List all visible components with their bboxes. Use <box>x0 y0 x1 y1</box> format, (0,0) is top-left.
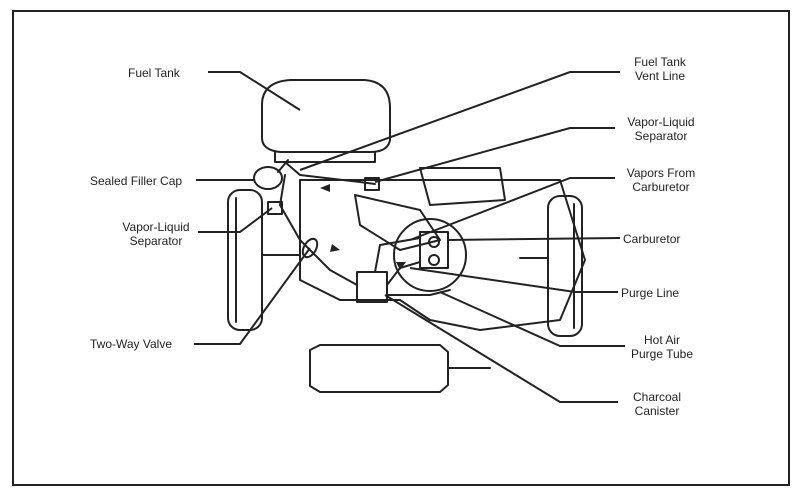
two-way-valve-shape <box>301 237 319 259</box>
label-text: Canister <box>634 404 680 418</box>
label-two-way-valve: Two-Way Valve <box>90 337 173 351</box>
leader-vapors-from-carb <box>409 177 615 241</box>
leader-hot-air <box>439 291 625 347</box>
label-vapor-liquid-separator-right: Vapor-Liquid Separator <box>615 115 707 143</box>
label-text: Carburetor <box>632 180 690 194</box>
label-text: Vapor-Liquid <box>122 220 190 234</box>
engine-outline <box>299 179 586 331</box>
separator-right-shape <box>364 177 380 191</box>
leader-purge-line <box>409 267 618 293</box>
hot-air-tube-hose <box>386 289 451 296</box>
diagram-frame <box>12 10 790 486</box>
label-text: Vapor-Liquid <box>627 115 695 129</box>
separator-hose-left <box>279 174 358 286</box>
separator-left-shape <box>267 201 283 215</box>
carburetor-shape <box>419 231 449 269</box>
label-hot-air-purge-tube: Hot Air Purge Tube <box>622 333 702 361</box>
label-carburetor: Carburetor <box>623 232 681 246</box>
label-text: Separator <box>129 234 183 248</box>
label-vapors-from-carburetor: Vapors From Carburetor <box>615 166 707 194</box>
leader-fuel-tank <box>208 71 301 111</box>
label-vapor-liquid-separator-left: Vapor-Liquid Separator <box>114 220 198 248</box>
air-cleaner-shape <box>393 218 467 292</box>
muffler <box>309 344 449 393</box>
label-text: Fuel Tank <box>634 55 686 69</box>
sealed-filler-cap-shape <box>253 166 283 190</box>
label-fuel-tank: Fuel Tank <box>128 66 180 80</box>
leader-two-way-valve <box>194 247 311 345</box>
label-sealed-filler-cap: Sealed Filler Cap <box>90 174 183 188</box>
leader-separator-right <box>374 127 615 183</box>
right-wheel <box>547 195 583 337</box>
left-wheel <box>227 189 263 331</box>
label-charcoal-canister: Charcoal Canister <box>620 390 694 418</box>
charcoal-canister-shape <box>356 271 388 303</box>
label-purge-line: Purge Line <box>621 286 680 300</box>
label-text: Vent Line <box>634 69 686 83</box>
fuel-tank-shape <box>261 79 391 153</box>
label-text: Vapors From <box>626 166 696 180</box>
leader-charcoal-canister <box>384 294 618 403</box>
leader-separator-left <box>198 207 273 233</box>
leader-carburetor <box>447 237 621 241</box>
label-text: Hot Air <box>643 333 680 347</box>
engine-block <box>419 167 506 206</box>
leader-vent-line <box>299 71 620 171</box>
label-text: Separator <box>634 129 688 143</box>
label-text: Charcoal <box>632 390 682 404</box>
purge-line-hose <box>386 261 421 286</box>
vapor-hose <box>374 237 421 273</box>
vent-line-hose <box>284 161 376 185</box>
label-text: Purge Tube <box>630 347 694 361</box>
label-fuel-tank-vent-line: Fuel Tank Vent Line <box>620 55 700 83</box>
